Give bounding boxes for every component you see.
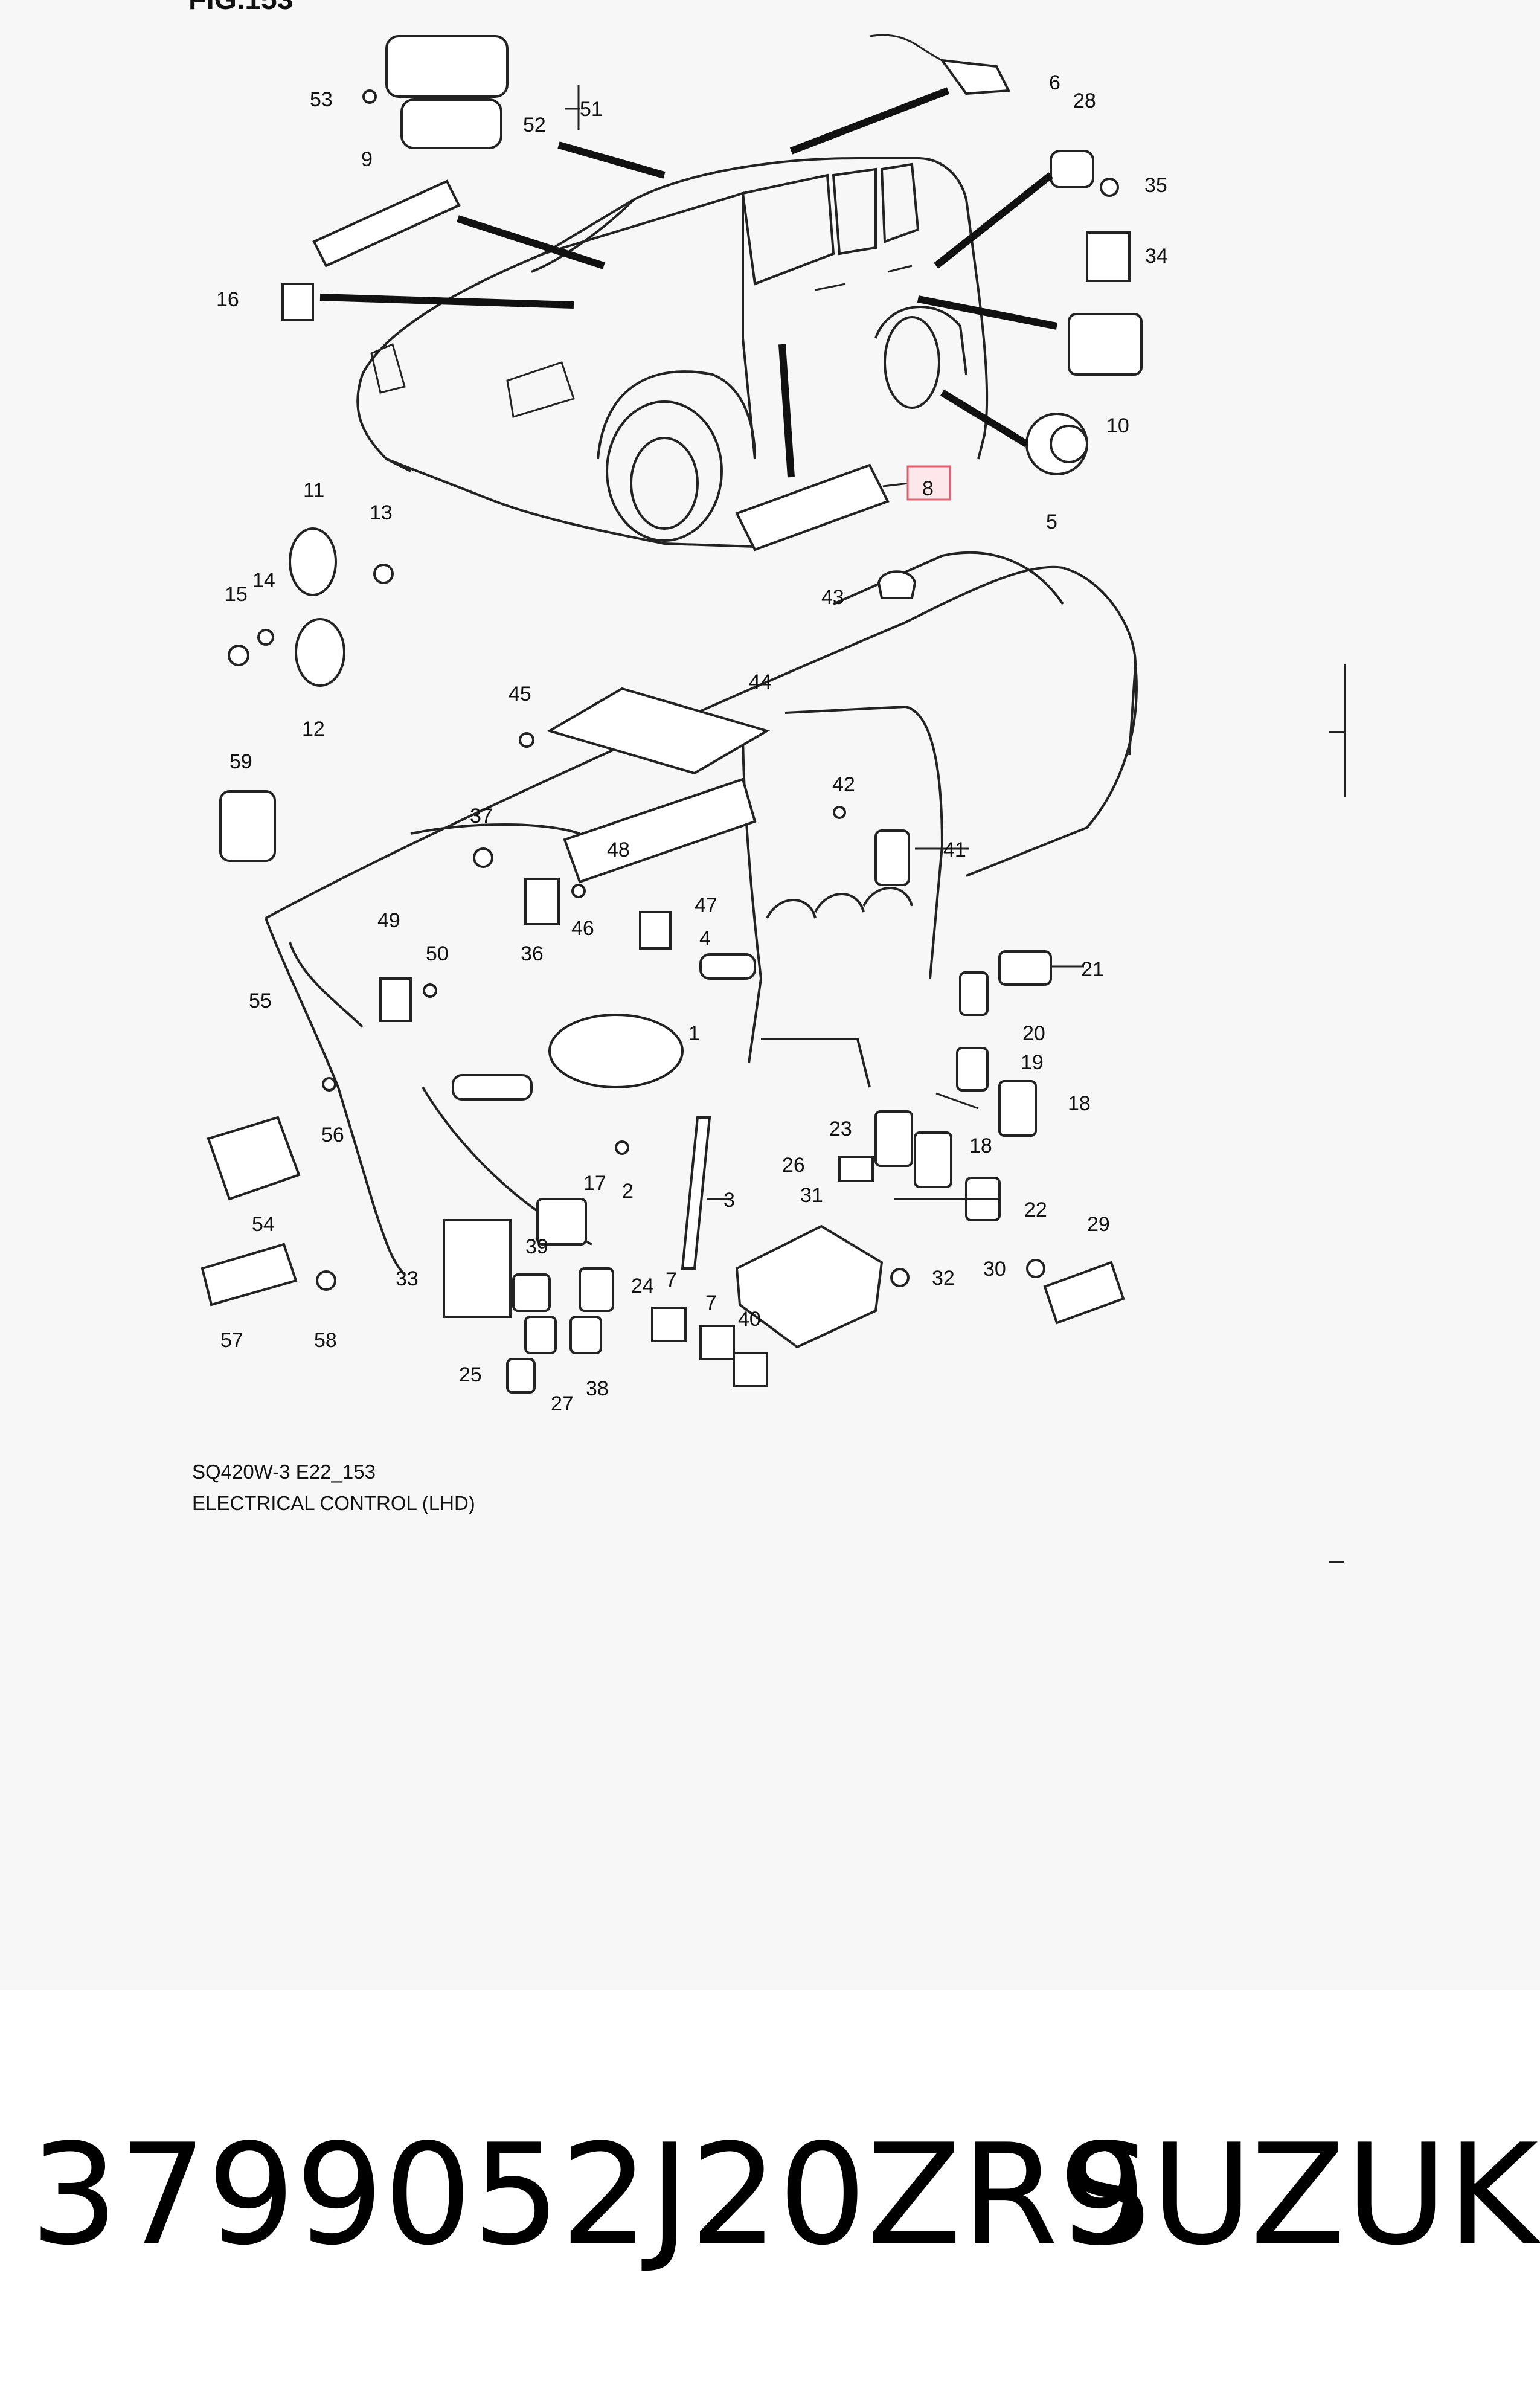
callout: 34 — [1145, 245, 1168, 268]
callout: 54 — [252, 1213, 275, 1236]
callout: 16 — [216, 288, 239, 311]
footer-band — [0, 1990, 1540, 2392]
callout: 52 — [523, 114, 546, 137]
vehicle-outline — [356, 157, 989, 548]
callout: 41 — [943, 838, 966, 861]
callout: 37 — [470, 805, 493, 828]
parts-diagram: FIG.153 — [188, 0, 1346, 1563]
margin-tick — [1329, 1561, 1344, 1563]
callout: 36 — [521, 942, 544, 965]
callout: 44 — [749, 670, 772, 693]
part-number: 3799052J20ZR9 — [30, 2115, 1147, 2276]
callout: 19 — [1021, 1051, 1044, 1074]
callout: 28 — [1073, 89, 1096, 112]
callout: 18 — [1068, 1092, 1091, 1115]
callout: 25 — [459, 1363, 482, 1386]
callout: 27 — [551, 1392, 574, 1415]
figure-label: FIG.153 — [188, 0, 293, 16]
margin-tick — [1344, 664, 1346, 797]
callout: 49 — [377, 909, 400, 932]
callout-labels: 53 52 51 6 28 9 35 34 16 10 5 8 11 13 15… — [216, 71, 1168, 1415]
callout: 20 — [1022, 1022, 1045, 1045]
callout: 56 — [321, 1124, 344, 1146]
callout: 58 — [314, 1329, 337, 1352]
callout: 6 — [1049, 71, 1060, 94]
callout: 48 — [607, 838, 630, 861]
callout: 18 — [969, 1134, 992, 1157]
callout: 53 — [310, 88, 333, 111]
margin-tick — [1329, 731, 1344, 733]
leader-lines — [319, 87, 1058, 478]
callout: 10 — [1106, 414, 1129, 437]
callout: 42 — [832, 773, 855, 796]
callout: 40 — [738, 1308, 761, 1331]
callout: 8 — [922, 477, 934, 500]
callout: 7 — [666, 1268, 677, 1291]
callout: 1 — [688, 1022, 700, 1045]
callout: 46 — [571, 917, 594, 940]
callout: 33 — [396, 1267, 419, 1290]
callout: 32 — [932, 1267, 955, 1290]
diagram-drawing: 53 52 51 6 28 9 35 34 16 10 5 8 11 13 15… — [201, 34, 1168, 1415]
highlight-box — [906, 465, 951, 501]
callout: 59 — [229, 750, 252, 773]
callout: 5 — [1046, 510, 1057, 533]
callout: 9 — [361, 148, 373, 171]
callout: 7 — [705, 1291, 717, 1314]
callout: 30 — [983, 1258, 1006, 1281]
callout: 12 — [302, 718, 325, 741]
callout: 57 — [220, 1329, 243, 1352]
callout: 31 — [800, 1184, 823, 1207]
callout: 3 — [723, 1189, 735, 1212]
callout: 17 — [583, 1172, 606, 1195]
callout: 15 — [225, 583, 248, 606]
dashboard-outline — [265, 551, 1138, 1276]
brand-name: SUZUKI — [1063, 2115, 1540, 2276]
components — [201, 34, 1143, 1394]
callout: 11 — [303, 479, 324, 502]
callout: 22 — [1024, 1198, 1047, 1221]
callout: 51 — [580, 98, 603, 121]
callout: 55 — [249, 989, 272, 1012]
callout: 45 — [509, 683, 531, 706]
callout: 24 — [631, 1275, 654, 1297]
callout: 35 — [1144, 174, 1167, 197]
callout: 2 — [622, 1180, 634, 1203]
callout: 29 — [1087, 1213, 1110, 1236]
callout: 26 — [782, 1154, 805, 1177]
diagram-title: ELECTRICAL CONTROL (LHD) — [192, 1492, 475, 1514]
callout: 38 — [586, 1377, 609, 1400]
callout: 21 — [1081, 958, 1104, 981]
diagram-code: SQ420W-3 E22_153 — [192, 1461, 376, 1483]
callout-lines — [565, 85, 1084, 1200]
callout: 13 — [370, 501, 393, 524]
callout: 23 — [829, 1117, 852, 1140]
callout: 47 — [695, 894, 717, 917]
callout: 50 — [426, 942, 449, 965]
callout: 4 — [699, 927, 711, 950]
callout: 43 — [821, 586, 844, 609]
callout: 14 — [252, 569, 275, 592]
callout: 39 — [525, 1235, 548, 1258]
